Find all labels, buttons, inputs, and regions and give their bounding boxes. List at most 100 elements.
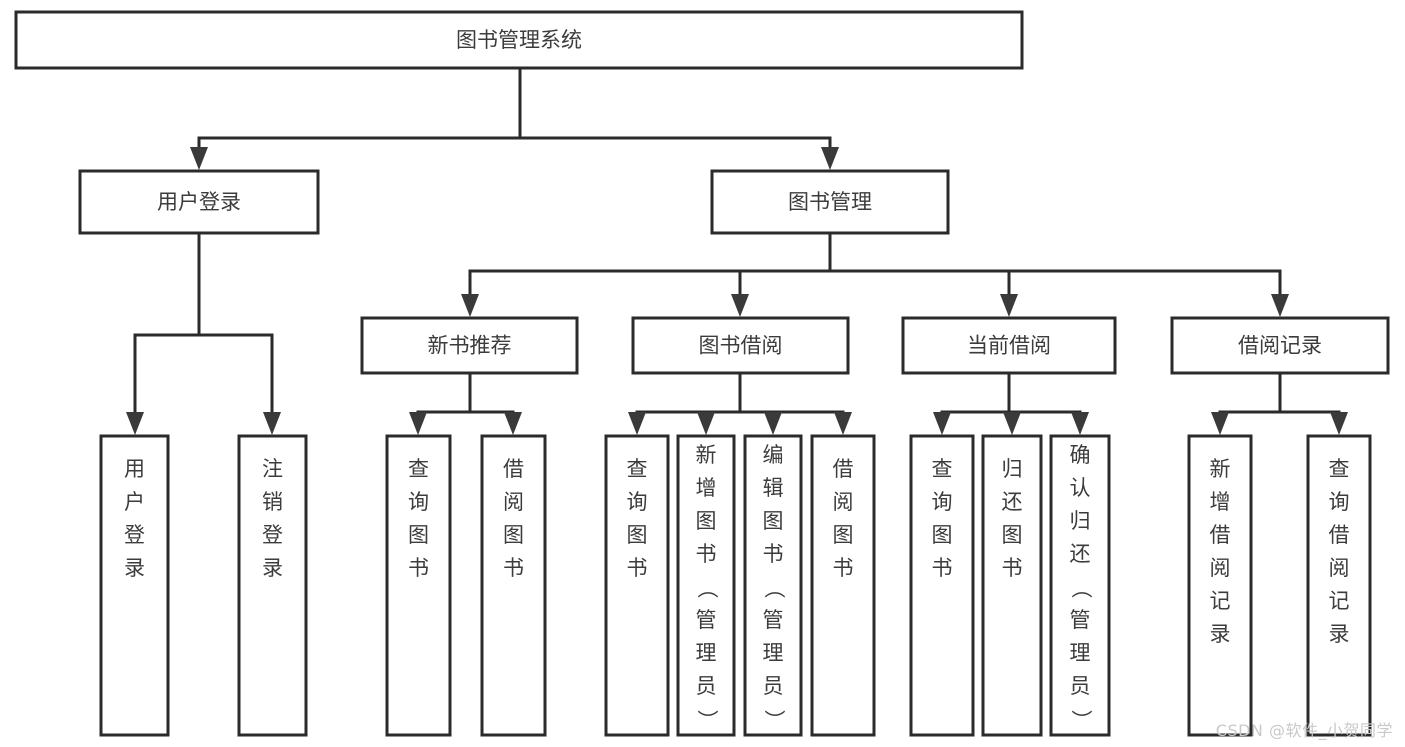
node-label-char: 记 [1210,589,1231,613]
arrow-leaf-borrow-2 [834,410,852,435]
node-book-management[interactable]: 图书管理 [710,169,950,235]
node-book-borrow[interactable]: 图书借阅 [631,316,850,375]
node-label-char: 员 [696,674,717,698]
node-label-char: 增 [696,476,717,500]
node-root[interactable]: 图书管理系统 [14,10,1024,70]
node-label-char: 询 [932,490,953,514]
node-label-char: 查 [932,457,953,481]
arrow-head-icon [461,294,479,317]
arrow-head-icon [933,412,951,435]
node-user-login[interactable]: 用户登录 [78,169,320,235]
node-box[interactable] [901,316,1117,375]
node-box[interactable] [676,434,736,737]
node-current-borrow[interactable]: 当前借阅 [901,316,1117,375]
node-label-char: 归 [1070,509,1091,533]
node-label-char: 图 [932,523,953,547]
arrow-layer [126,136,1348,435]
arrow-leaf-add-book [697,410,715,435]
node-label-char: 图 [763,509,784,533]
node-box[interactable] [604,434,670,737]
arrow-leaf-query-3 [933,410,951,435]
node-box[interactable] [909,434,975,737]
node-leaf-user-login[interactable]: 用户登录 [99,434,170,737]
arrow-book-borrow [731,269,749,317]
node-box[interactable] [14,10,1024,70]
arrow-head-icon [834,412,852,435]
node-label-char: 录 [1210,622,1231,646]
node-box[interactable] [1170,316,1390,375]
arrow-new-book [461,269,479,317]
connector-bus-book-management [468,231,1282,273]
node-box[interactable] [480,434,547,737]
connector-bus-new-book [416,371,515,414]
node-label-char: 阅 [833,490,854,514]
node-box[interactable] [99,434,170,737]
node-box[interactable] [810,434,876,737]
arrow-head-icon [263,412,281,435]
arrow-head-icon [409,412,427,435]
node-label-char: 登 [262,523,283,547]
node-label-char: 图 [503,523,524,547]
node-label-char: 书 [627,556,648,580]
node-label-char: 图 [627,523,648,547]
arrow-leaf-return-book [1003,410,1021,435]
node-label-char: 询 [1329,490,1350,514]
node-label-char: 新 [696,443,717,467]
node-label-char: 阅 [1210,556,1231,580]
arrow-borrow-record [1271,269,1289,317]
node-label-char: （ [695,578,719,599]
node-box[interactable] [360,316,579,375]
node-box[interactable] [743,434,803,737]
arrow-head-icon [731,294,749,317]
node-label: 图书管理 [788,190,872,214]
node-label-char: 理 [763,641,784,665]
node-new-book-recommend[interactable]: 新书推荐 [360,316,579,375]
arrow-leaf-borrow-1 [504,410,522,435]
node-label-char: 录 [262,556,283,580]
arrow-head-icon [126,412,144,435]
arrow-leaf-query-2 [628,410,646,435]
node-box[interactable] [981,434,1043,737]
node-label-char: 户 [124,490,145,514]
node-label-char: ） [762,710,786,731]
node-label-char: 书 [696,542,717,566]
node-label-char: 记 [1329,589,1350,613]
node-label-char: 新 [1210,457,1231,481]
node-box[interactable] [78,169,320,235]
connector-bus-book-borrow [635,371,845,414]
node-label: 新书推荐 [428,334,512,358]
node-box[interactable] [1306,434,1372,737]
node-borrow-record[interactable]: 借阅记录 [1170,316,1390,375]
node-label-char: 管 [1070,608,1091,632]
node-label-char: 借 [833,457,854,481]
node-box[interactable] [710,169,950,235]
node-label: 图书借阅 [699,334,783,358]
node-label-char: 查 [408,457,429,481]
node-label-char: 员 [763,674,784,698]
node-box[interactable] [1049,434,1111,737]
node-label-char: 登 [124,523,145,547]
arrow-head-icon [764,412,782,435]
node-label-char: 认 [1070,476,1091,500]
node-box[interactable] [631,316,850,375]
node-box[interactable] [1187,434,1253,737]
node-label-char: 录 [1329,622,1350,646]
node-box[interactable] [237,434,308,737]
node-box[interactable] [385,434,452,737]
node-label-char: 图 [1002,523,1023,547]
arrow-leaf-add-record [1211,410,1229,435]
node-label-char: 增 [1210,490,1231,514]
